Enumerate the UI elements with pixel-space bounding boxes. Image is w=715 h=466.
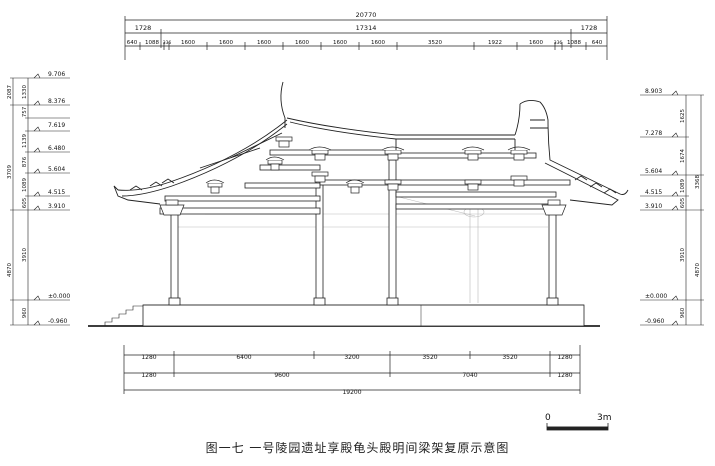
bracket-right-eave: [541, 199, 567, 216]
dim-right-8: 960: [680, 307, 686, 318]
dim-right-7: 4870: [695, 263, 701, 277]
dim-top-2c: 1728: [581, 24, 598, 32]
roof-outline: [113, 81, 629, 206]
dim-right-4: 1089: [680, 179, 686, 193]
elev-left-6: 4.515: [48, 189, 65, 196]
dim-right-5: 605: [680, 197, 686, 208]
dim-top-3-2: 1088: [145, 40, 159, 46]
beams: [159, 149, 571, 215]
left-dimension-values: 2087 1330 757 1139 876 1089 605 3709 391…: [7, 85, 28, 319]
dim-left-6: 1089: [22, 178, 28, 192]
bracket-4: [311, 171, 329, 183]
dim-right-6: 3910: [680, 248, 686, 262]
dim-bottom-1-6: 1280: [557, 354, 572, 361]
dim-bottom-2-2: 9600: [274, 372, 289, 379]
left-elevation-scale: [10, 73, 70, 326]
scale-bar-start: 0: [545, 413, 551, 423]
dim-top-3-4: 1600: [181, 40, 195, 46]
dim-bottom-1-5: 3520: [502, 354, 517, 361]
dim-bottom-1-1: 1280: [141, 354, 156, 361]
right-elevation-scale: [640, 90, 704, 326]
elev-left-7: 3.910: [48, 203, 65, 210]
scale-bar-end: 3m: [597, 413, 612, 423]
dim-left-10: 4870: [7, 263, 13, 277]
dim-top-3-15: 640: [592, 40, 603, 46]
dim-bottom-1-4: 3520: [422, 354, 437, 361]
dim-top-3-12: 1600: [529, 40, 543, 46]
elev-right-2: 7.278: [645, 130, 662, 137]
elev-left-1: 9.706: [48, 71, 65, 78]
dim-top-2a: 1728: [135, 24, 152, 32]
dim-bottom-2-1: 1280: [141, 372, 156, 379]
dim-left-2: 1330: [22, 85, 28, 99]
bracket-3: [308, 146, 332, 161]
elev-left-8: ±0.000: [48, 293, 70, 300]
bracket-10: [507, 146, 531, 161]
dim-top-3-3: 336: [163, 40, 172, 46]
dim-right-3: 3368: [695, 175, 701, 189]
dim-bottom-1-2: 6400: [236, 354, 251, 361]
column-left-inner: [315, 174, 324, 306]
elev-right-3: 5.604: [645, 168, 662, 175]
dim-left-7: 605: [22, 197, 28, 208]
dim-top-3-9: 1600: [371, 40, 385, 46]
bracket-8: [461, 146, 485, 161]
elev-left-4: 6.480: [48, 145, 65, 152]
dim-top-3-14: 1088: [567, 40, 581, 46]
elev-right-5: 3.910: [645, 203, 662, 210]
dim-left-1: 2087: [7, 85, 13, 99]
bracket-1: [205, 179, 225, 194]
right-dimension-values: 1625 1674 3368 1089 605 3910 4870 960: [680, 109, 701, 319]
elev-right-4: 4.515: [645, 189, 662, 196]
bracket-11: [510, 175, 528, 187]
platform-base: [88, 304, 600, 327]
dim-left-5: 876: [22, 156, 28, 167]
dim-top-3-6: 1600: [257, 40, 271, 46]
column-left-outer: [170, 204, 179, 306]
dim-left-3: 757: [22, 106, 28, 117]
dim-left-8: 3709: [7, 165, 13, 179]
dim-bottom-overall: 19200: [342, 389, 361, 396]
bracket-7: [384, 179, 402, 191]
dim-left-4: 1139: [22, 134, 28, 148]
bracket-6: [381, 146, 405, 161]
top-dimension-chain: [124, 16, 608, 60]
dim-top-3-7: 1600: [295, 40, 309, 46]
elev-right-7: -0.960: [645, 318, 665, 325]
bracket-9: [464, 179, 482, 191]
dim-top-3-5: 1600: [219, 40, 233, 46]
figure-caption: 图一七 一号陵园遗址享殿龟头殿明间梁架复原示意图: [205, 441, 510, 455]
elev-left-9: -0.960: [48, 318, 68, 325]
column-right-outer: [548, 204, 557, 306]
dim-left-11: 960: [22, 307, 28, 318]
dim-top-3-11: 1922: [488, 40, 502, 46]
dim-bottom-2-3: 7040: [462, 372, 477, 379]
bracket-12: [275, 136, 293, 148]
dim-left-9: 3910: [22, 248, 28, 262]
dim-bottom-2-4: 1280: [557, 372, 572, 379]
dim-bottom-1-3: 3200: [344, 354, 359, 361]
bracket-5: [345, 179, 365, 194]
bracket-left-eave: [159, 199, 185, 216]
elev-left-5: 5.604: [48, 166, 65, 173]
elev-right-1: 8.903: [645, 88, 662, 95]
elev-right-6: ±0.000: [645, 293, 667, 300]
dim-right-1: 1625: [680, 109, 686, 123]
elev-left-2: 8.376: [48, 98, 65, 105]
dim-top-2b: 17314: [356, 24, 377, 32]
dim-right-2: 1674: [680, 149, 686, 163]
dim-top-overall: 20770: [356, 11, 377, 19]
elev-left-3: 7.619: [48, 122, 65, 129]
dim-top-3-13: 336: [554, 40, 563, 46]
dim-top-3-1: 640: [127, 40, 138, 46]
dim-top-3-10: 3520: [428, 40, 442, 46]
bracket-2: [265, 156, 285, 171]
dim-top-3-8: 1600: [333, 40, 347, 46]
scale-bar: [546, 423, 609, 431]
bracket-sets: [159, 136, 567, 216]
bottom-dimension-chain: [123, 345, 581, 394]
